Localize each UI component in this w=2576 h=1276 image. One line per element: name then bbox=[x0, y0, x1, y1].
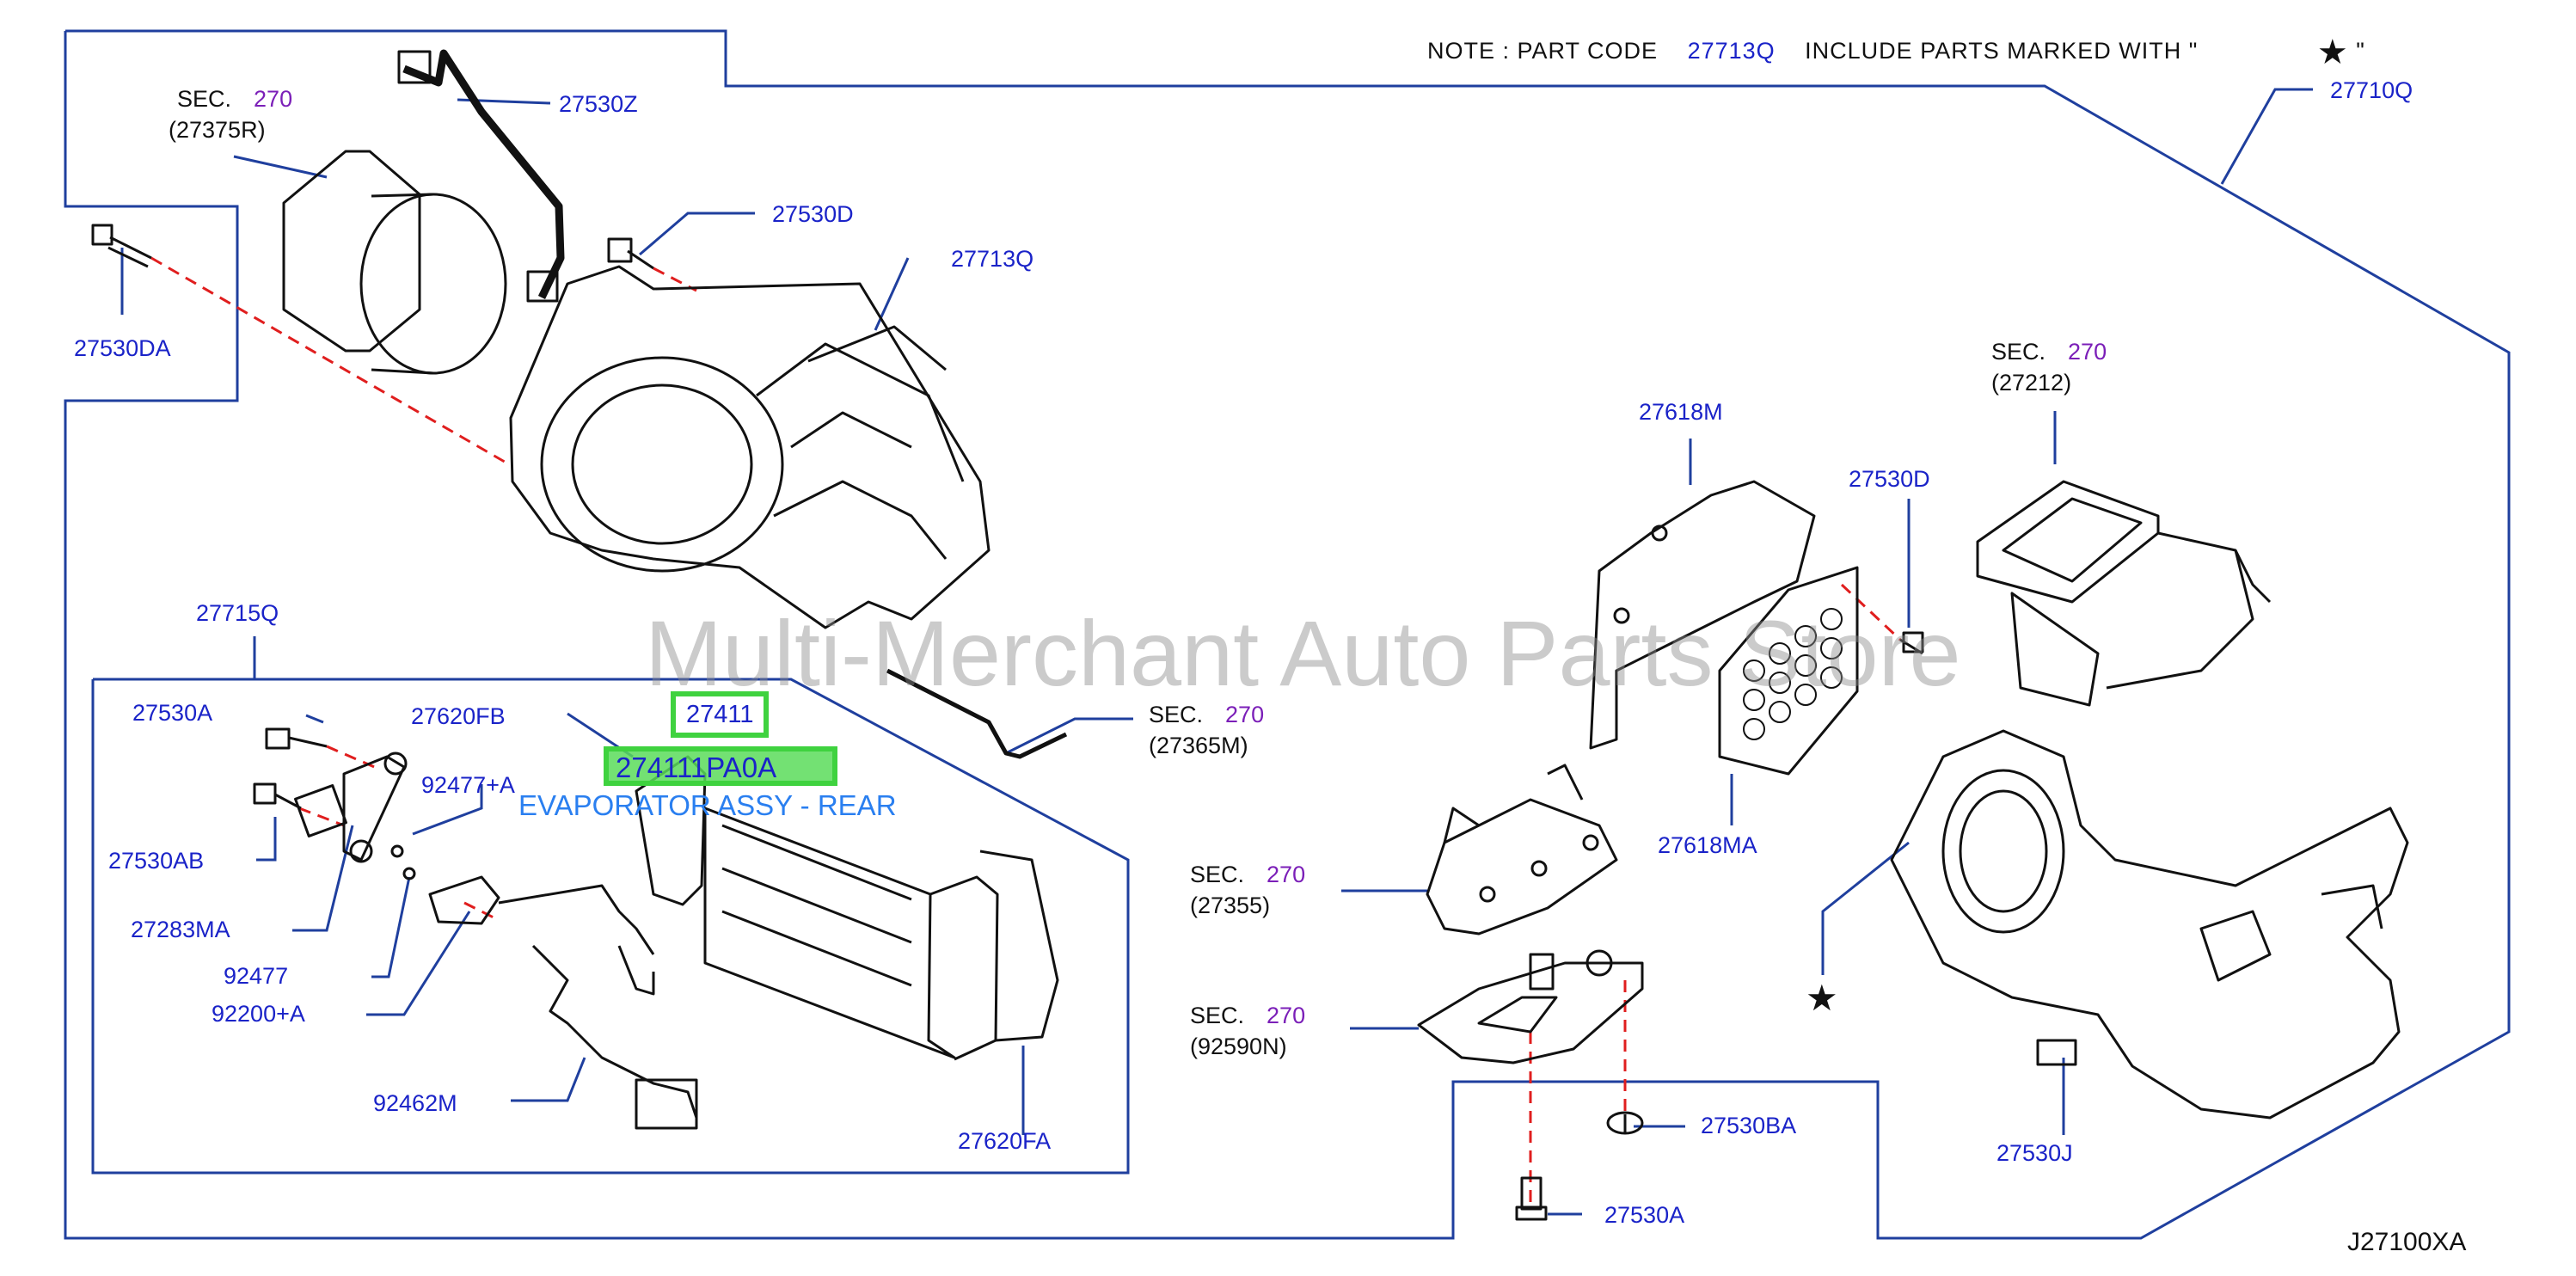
expansion-valve-drawing bbox=[253, 727, 698, 1130]
section-ref-92590N[interactable]: SEC. 270 bbox=[1190, 1004, 1305, 1028]
section-word: SEC. bbox=[1190, 1003, 1245, 1028]
part-label-27618MA[interactable]: 27618MA bbox=[1658, 832, 1757, 858]
bolt-27530D-right-drawing bbox=[1899, 631, 1924, 655]
group-outlines bbox=[64, 29, 2511, 1240]
leader-lines bbox=[120, 88, 2313, 1216]
note-prefix: NOTE : PART CODE bbox=[1427, 38, 1659, 64]
section-code-27355: (27355) bbox=[1190, 893, 1271, 918]
part-label-27530AB[interactable]: 27530AB bbox=[108, 848, 205, 874]
section-code-27375R: (27375R) bbox=[169, 117, 266, 143]
part-label-27530A-bottom[interactable]: 27530A bbox=[1604, 1202, 1685, 1228]
section-number: 270 bbox=[254, 86, 293, 112]
duct-27212-drawing bbox=[1976, 480, 2272, 707]
part-label-27710Q[interactable]: 27710Q bbox=[2330, 77, 2413, 103]
note-suffix: INCLUDE PARTS MARKED WITH " bbox=[1805, 38, 2199, 64]
star-icon: ★ bbox=[2316, 34, 2349, 71]
diagram-reference: J27100XA bbox=[2347, 1228, 2467, 1256]
evaporator-drawing bbox=[635, 755, 1059, 1061]
section-number: 270 bbox=[1267, 862, 1306, 887]
highlight-box-part-number bbox=[604, 746, 837, 786]
section-word: SEC. bbox=[1190, 862, 1245, 887]
part-label-27620FB[interactable]: 27620FB bbox=[411, 703, 506, 729]
part-label-27618M[interactable]: 27618M bbox=[1639, 399, 1723, 425]
bracket-27355-drawing bbox=[1426, 764, 1618, 936]
part-label-27530D-top[interactable]: 27530D bbox=[772, 201, 854, 227]
part-label-92477[interactable]: 92477 bbox=[224, 963, 289, 989]
part-code-note: NOTE : PART CODE 27713Q INCLUDE PARTS MA… bbox=[1427, 33, 2365, 72]
part-label-27715Q[interactable]: 27715Q bbox=[196, 600, 279, 626]
grille-27618MA-drawing bbox=[1718, 566, 1859, 776]
part-label-27530A-left[interactable]: 27530A bbox=[132, 700, 213, 726]
part-label-27530BA[interactable]: 27530BA bbox=[1701, 1113, 1797, 1138]
heater-case-right-drawing bbox=[1890, 729, 2409, 1120]
part-label-27530J[interactable]: 27530J bbox=[1996, 1140, 2073, 1166]
part-label-27530D-right[interactable]: 27530D bbox=[1849, 466, 1930, 492]
pipe-27365M-drawing bbox=[886, 668, 1068, 759]
part-label-92477A[interactable]: 92477+A bbox=[421, 772, 515, 798]
section-ref-27212[interactable]: SEC. 270 bbox=[1991, 340, 2107, 364]
group-outline-27715Q bbox=[91, 678, 1130, 1175]
section-word: SEC. bbox=[177, 86, 232, 112]
plate-92590N-drawing bbox=[1417, 949, 1644, 1064]
part-label-92200A[interactable]: 92200+A bbox=[212, 1001, 305, 1027]
clip-27530BA-drawing bbox=[1606, 1111, 1644, 1135]
part-label-27283MA[interactable]: 27283MA bbox=[131, 917, 230, 942]
highlighted-part-27411[interactable]: 27411 bbox=[686, 701, 754, 728]
part-label-92462M[interactable]: 92462M bbox=[373, 1090, 457, 1116]
housing-27713Q-drawing bbox=[509, 265, 991, 629]
duct-27618M-drawing bbox=[1589, 480, 1816, 750]
bolt-27530D-top-drawing bbox=[607, 237, 654, 270]
section-ref-27355[interactable]: SEC. 270 bbox=[1190, 863, 1305, 886]
star-marker-icon: ★ bbox=[1806, 978, 1838, 1018]
assembly-outline-27710Q bbox=[64, 29, 2511, 1240]
section-number: 270 bbox=[1225, 702, 1265, 727]
highlighted-part-number[interactable]: 274111PA0A bbox=[616, 751, 777, 783]
section-ref-27375R[interactable]: SEC. 270 bbox=[177, 88, 292, 111]
part-label-27713Q[interactable]: 27713Q bbox=[951, 246, 1034, 272]
highlight-box-part bbox=[671, 691, 769, 738]
section-number: 270 bbox=[1267, 1003, 1306, 1028]
section-code-27365M: (27365M) bbox=[1149, 733, 1248, 758]
section-word: SEC. bbox=[1991, 339, 2046, 365]
dashed-alignment-lines bbox=[150, 256, 1902, 1204]
screw-27530A-bottom-drawing bbox=[1515, 1176, 1548, 1221]
section-code-27212: (27212) bbox=[1991, 370, 2072, 396]
part-label-27530DA[interactable]: 27530DA bbox=[74, 335, 171, 361]
note-part-code[interactable]: 27713Q bbox=[1687, 38, 1776, 64]
section-ref-27365M[interactable]: SEC. 270 bbox=[1149, 703, 1264, 727]
section-code-92590N: (92590N) bbox=[1190, 1034, 1287, 1059]
note-end: " bbox=[2356, 38, 2365, 64]
harness-27530Z-drawing bbox=[397, 49, 565, 303]
part-description: EVAPORATOR ASSY - REAR bbox=[518, 789, 897, 821]
section-number: 270 bbox=[2068, 339, 2107, 365]
watermark: Multi-Merchant Auto Parts Store bbox=[645, 601, 1961, 705]
part-label-27620FA[interactable]: 27620FA bbox=[958, 1128, 1052, 1154]
blower-motor-drawing bbox=[282, 150, 507, 375]
section-word: SEC. bbox=[1149, 702, 1204, 727]
part-drawings bbox=[91, 49, 2409, 1221]
bolt-27530DA-drawing bbox=[91, 224, 152, 268]
part-label-27530Z[interactable]: 27530Z bbox=[559, 91, 638, 117]
